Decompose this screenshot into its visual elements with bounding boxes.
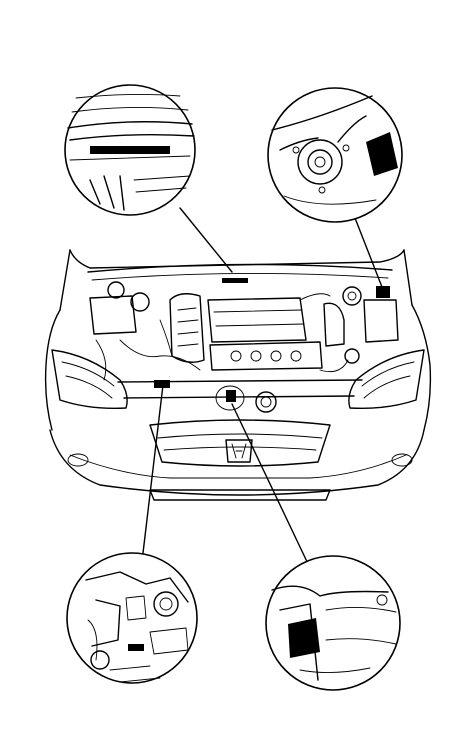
callout-bottom-right: [265, 555, 401, 691]
support-label-marker: [226, 390, 236, 402]
label-markers: [154, 278, 390, 402]
callout-top-left: [64, 84, 196, 216]
engine-label-marker: [154, 380, 170, 388]
leader-lines: [142, 207, 383, 569]
callout-top-right: [267, 87, 403, 223]
strut-label: [366, 132, 398, 176]
hood-label-marker: [222, 278, 248, 283]
hood-label: [90, 146, 170, 154]
radiator-support-label: [288, 618, 320, 658]
car-body: [44, 249, 432, 501]
callout-bottom-left: [66, 552, 198, 684]
engine-detail: [89, 281, 399, 413]
engine-block-label: [128, 644, 144, 651]
strut-label-marker: [376, 286, 390, 298]
